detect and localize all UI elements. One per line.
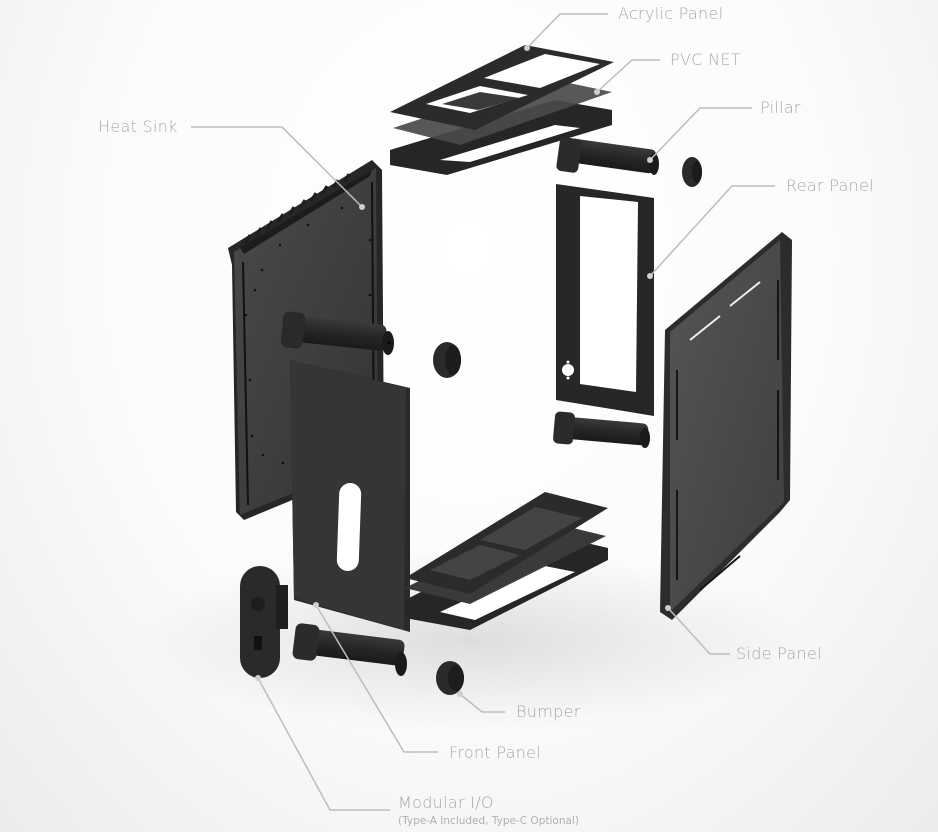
label-bumper: Bumper	[516, 702, 581, 721]
top-panel-stack	[390, 45, 614, 175]
bumper-part-top	[682, 157, 702, 187]
leader-dots	[255, 45, 671, 697]
label-modular-io-subtext: (Type-A Included, Type-C Optional)	[398, 815, 579, 827]
modular-io-part	[240, 566, 288, 678]
pillar-part-left	[280, 311, 394, 355]
pillar-part-bottom	[292, 623, 407, 676]
pillar-part-top	[556, 137, 659, 175]
label-front-panel: Front Panel	[449, 743, 542, 762]
label-acrylic-panel: Acrylic Panel	[618, 4, 724, 23]
label-modular-io: Modular I/O	[398, 793, 494, 812]
leader-lines	[191, 13, 775, 811]
label-pillar: Pillar	[760, 98, 801, 117]
bumper-part-bottom	[436, 661, 464, 695]
bottom-panel-stack	[405, 492, 608, 630]
label-side-panel: Side Panel	[736, 644, 822, 663]
rear-panel-part	[556, 184, 654, 416]
label-pvc-net: PVC NET	[670, 50, 741, 69]
front-panel-part	[290, 360, 410, 632]
pillar-part-right	[553, 411, 650, 448]
label-rear-panel: Rear Panel	[786, 176, 874, 195]
side-panel-part	[660, 232, 792, 620]
bumper-part-center	[433, 342, 461, 378]
label-heat-sink: Heat Sink	[98, 117, 178, 136]
